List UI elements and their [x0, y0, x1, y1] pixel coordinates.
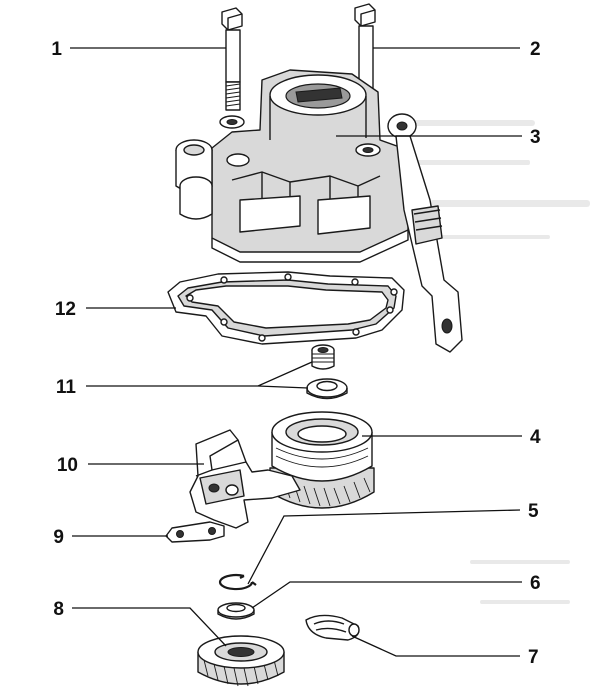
lock-plate-part-9: [165, 521, 225, 543]
callout-6: 6: [530, 573, 541, 594]
gear-assembly-part-4: [269, 411, 375, 509]
callout-1: 1: [51, 39, 62, 60]
callout-labels: 1 2 3 4 5 6 7 8 9 10 11 12: [51, 39, 541, 668]
bolt-left-part-1: [221, 7, 243, 111]
callout-3: 3: [530, 127, 541, 148]
leader-lines: [70, 47, 522, 657]
callout-9: 9: [53, 527, 64, 548]
callout-12: 12: [55, 299, 76, 320]
leader-8: [72, 607, 227, 647]
circlip-part-5: [218, 573, 257, 591]
leader-7: [351, 635, 520, 657]
callout-4: 4: [530, 427, 541, 448]
leader-11: [86, 361, 313, 389]
shift-fork-part-10: [189, 429, 301, 529]
small-gear-part-8: [197, 635, 285, 687]
callout-7: 7: [528, 647, 539, 668]
callout-2: 2: [530, 39, 541, 60]
callout-8: 8: [53, 599, 64, 620]
callout-10: 10: [57, 455, 78, 476]
leader-5: [247, 509, 521, 585]
gasket-part-12: [167, 271, 405, 345]
washer-part-6: [217, 602, 255, 620]
callout-5: 5: [528, 501, 539, 522]
scan-background-artifacts: [395, 120, 590, 604]
callout-11: 11: [56, 377, 77, 398]
plug-and-washer-part-11: [306, 344, 348, 400]
gearshift-housing-part-3: [175, 69, 463, 353]
retaining-clip-part-7: [305, 614, 360, 641]
leader-6: [251, 581, 522, 609]
